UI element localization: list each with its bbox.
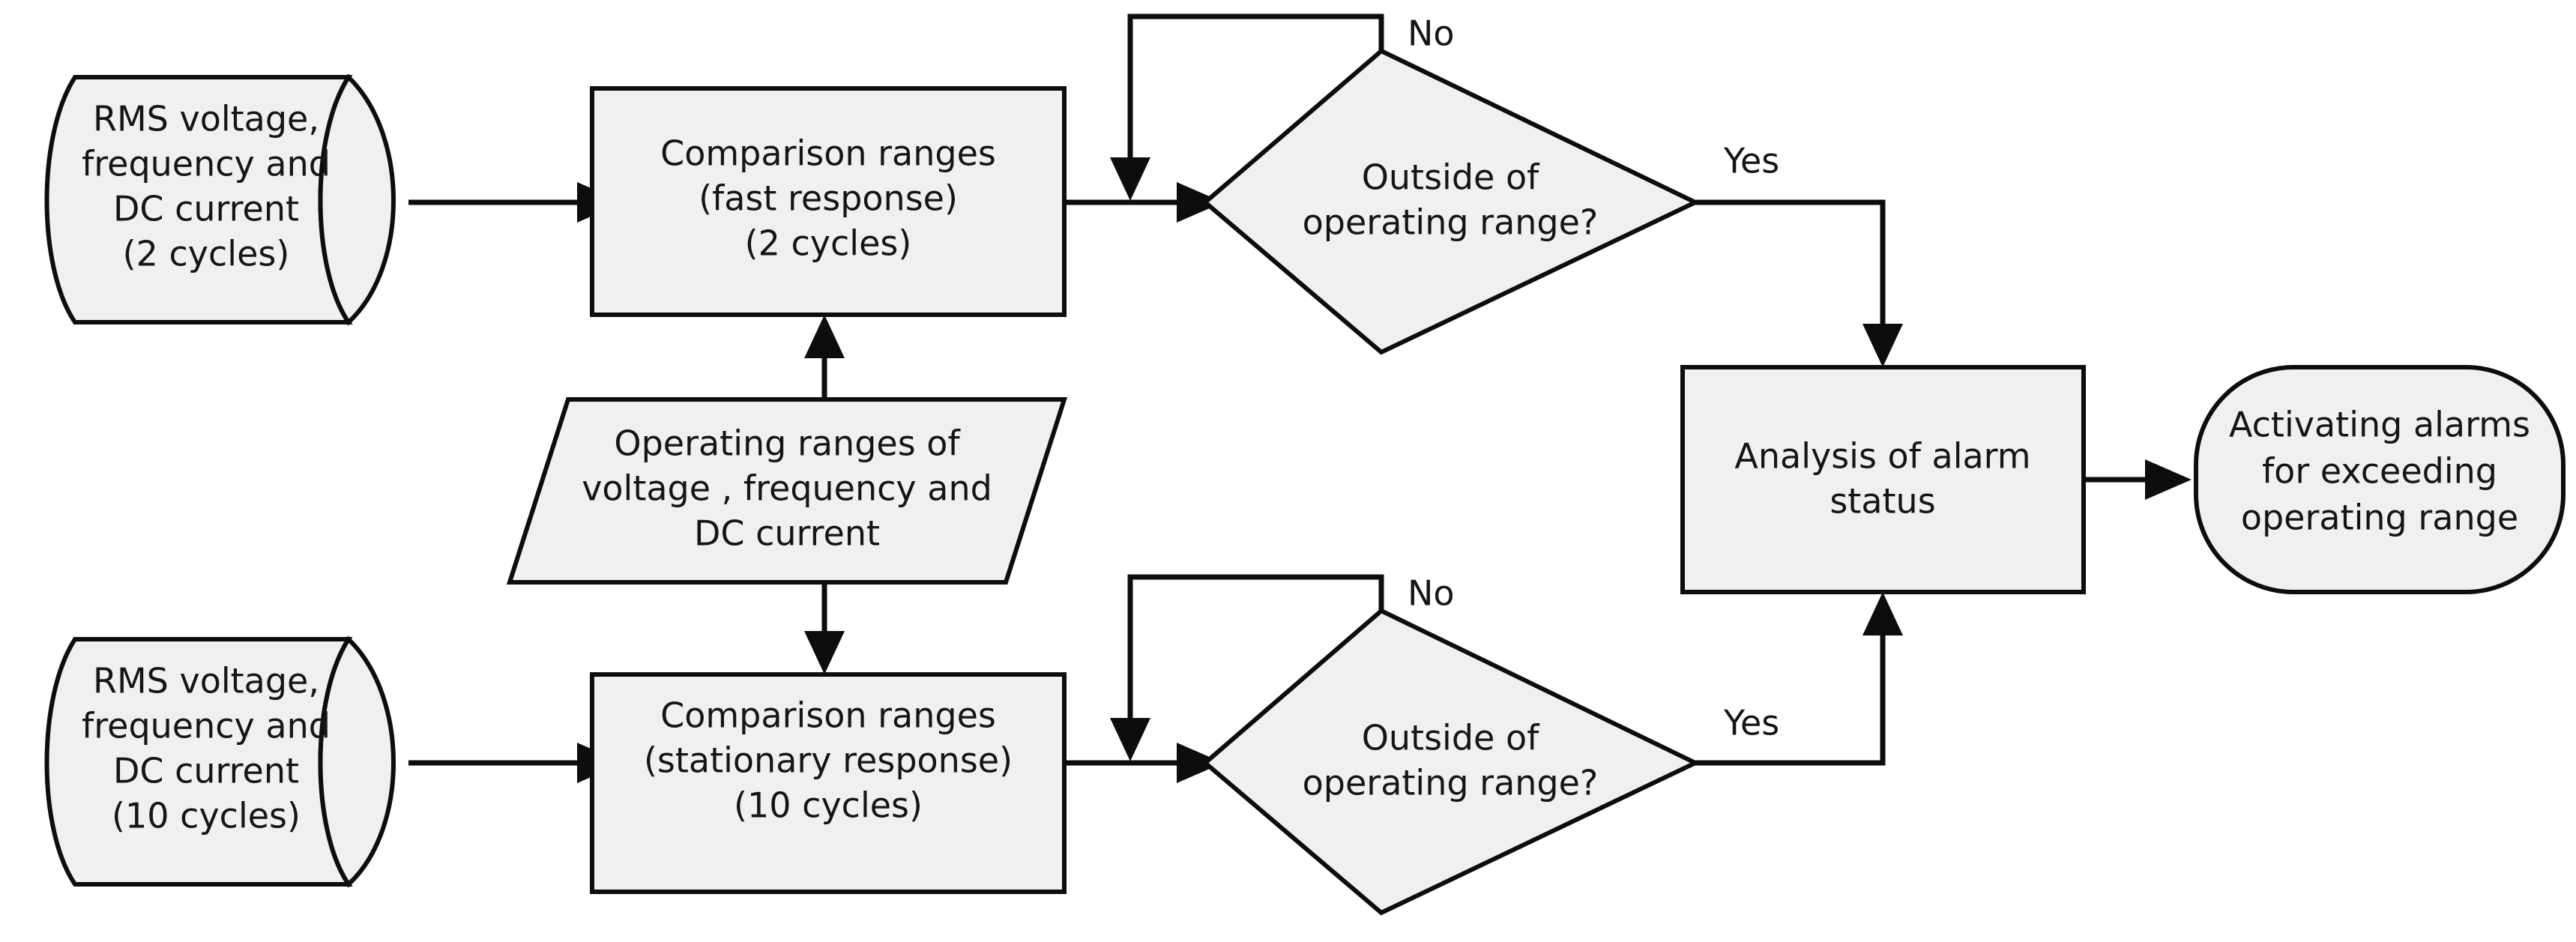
- node-compare-stationary-line-2: (stationary response): [644, 740, 1013, 781]
- node-analysis-line-2: status: [1830, 481, 1935, 522]
- node-compare-fast-line-2: (fast response): [699, 178, 958, 219]
- edge-yes-top-to-analysis: [1695, 199, 1903, 367]
- edge-no-loop-bottom: [1110, 574, 1384, 761]
- node-ranges-data-line-3: DC current: [694, 513, 880, 554]
- edge-compare-stationary-to-decision-stationary: [1064, 743, 1223, 783]
- edge-no-loop-top: [1110, 13, 1384, 201]
- node-decision-stationary-line-2: operating range?: [1303, 763, 1599, 803]
- node-input-stationary-line-2: frequency and: [82, 706, 331, 746]
- node-compare-stationary-line-3: (10 cycles): [734, 785, 923, 826]
- node-compare-fast-line-3: (2 cycles): [745, 223, 912, 264]
- node-compare-fast-line-1: Comparison ranges: [660, 133, 996, 174]
- node-ranges-data-line-1: Operating ranges of: [614, 423, 961, 464]
- edge-ranges-to-compare-stationary: [804, 585, 845, 674]
- edge-yes-bottom-to-analysis: [1695, 592, 1903, 766]
- edge-label-no-top: No: [1408, 13, 1455, 54]
- node-compare-stationary[interactable]: Comparison ranges (stationary response) …: [590, 672, 1067, 894]
- node-decision-fast-line-1: Outside of: [1362, 157, 1540, 198]
- node-input-fast[interactable]: RMS voltage, frequency and DC current (2…: [44, 73, 396, 326]
- node-input-stationary[interactable]: RMS voltage, frequency and DC current (1…: [44, 635, 396, 888]
- node-decision-stationary-line-1: Outside of: [1362, 718, 1540, 758]
- node-input-stationary-line-1: RMS voltage,: [93, 661, 319, 701]
- edge-analysis-to-activating-alarms: [2084, 459, 2192, 500]
- node-ranges-data-line-2: voltage , frequency and: [582, 468, 992, 509]
- edge-compare-fast-to-decision-fast: [1064, 182, 1223, 223]
- node-input-fast-line-1: RMS voltage,: [93, 99, 319, 139]
- node-ranges-data[interactable]: Operating ranges of voltage , frequency …: [506, 397, 1068, 585]
- edge-label-yes-top: Yes: [1723, 141, 1779, 181]
- node-input-fast-line-3: DC current: [113, 189, 299, 229]
- node-input-fast-line-2: frequency and: [82, 144, 331, 184]
- node-input-stationary-line-4: (10 cycles): [112, 796, 301, 836]
- node-activating-alarms[interactable]: Activating alarms for exceeding operatin…: [2194, 365, 2566, 594]
- node-analysis[interactable]: Analysis of alarm status: [1680, 365, 2086, 594]
- edge-label-no-bottom: No: [1408, 573, 1455, 614]
- node-compare-stationary-line-1: Comparison ranges: [660, 695, 996, 736]
- node-decision-stationary[interactable]: Outside of operating range?: [1201, 608, 1701, 916]
- node-activating-alarms-line-2: for exceeding: [2262, 451, 2497, 492]
- node-input-stationary-line-3: DC current: [113, 751, 299, 791]
- node-activating-alarms-line-1: Activating alarms: [2229, 405, 2530, 445]
- node-input-fast-line-4: (2 cycles): [123, 234, 290, 274]
- node-decision-fast-line-2: operating range?: [1303, 202, 1599, 243]
- edge-ranges-to-compare-fast: [804, 315, 845, 397]
- edge-label-yes-bottom: Yes: [1723, 703, 1779, 743]
- node-analysis-line-1: Analysis of alarm: [1734, 436, 2030, 477]
- node-compare-fast[interactable]: Comparison ranges (fast response) (2 cyc…: [590, 86, 1067, 317]
- node-decision-fast[interactable]: Outside of operating range?: [1201, 48, 1701, 355]
- node-activating-alarms-line-3: operating range: [2241, 498, 2518, 538]
